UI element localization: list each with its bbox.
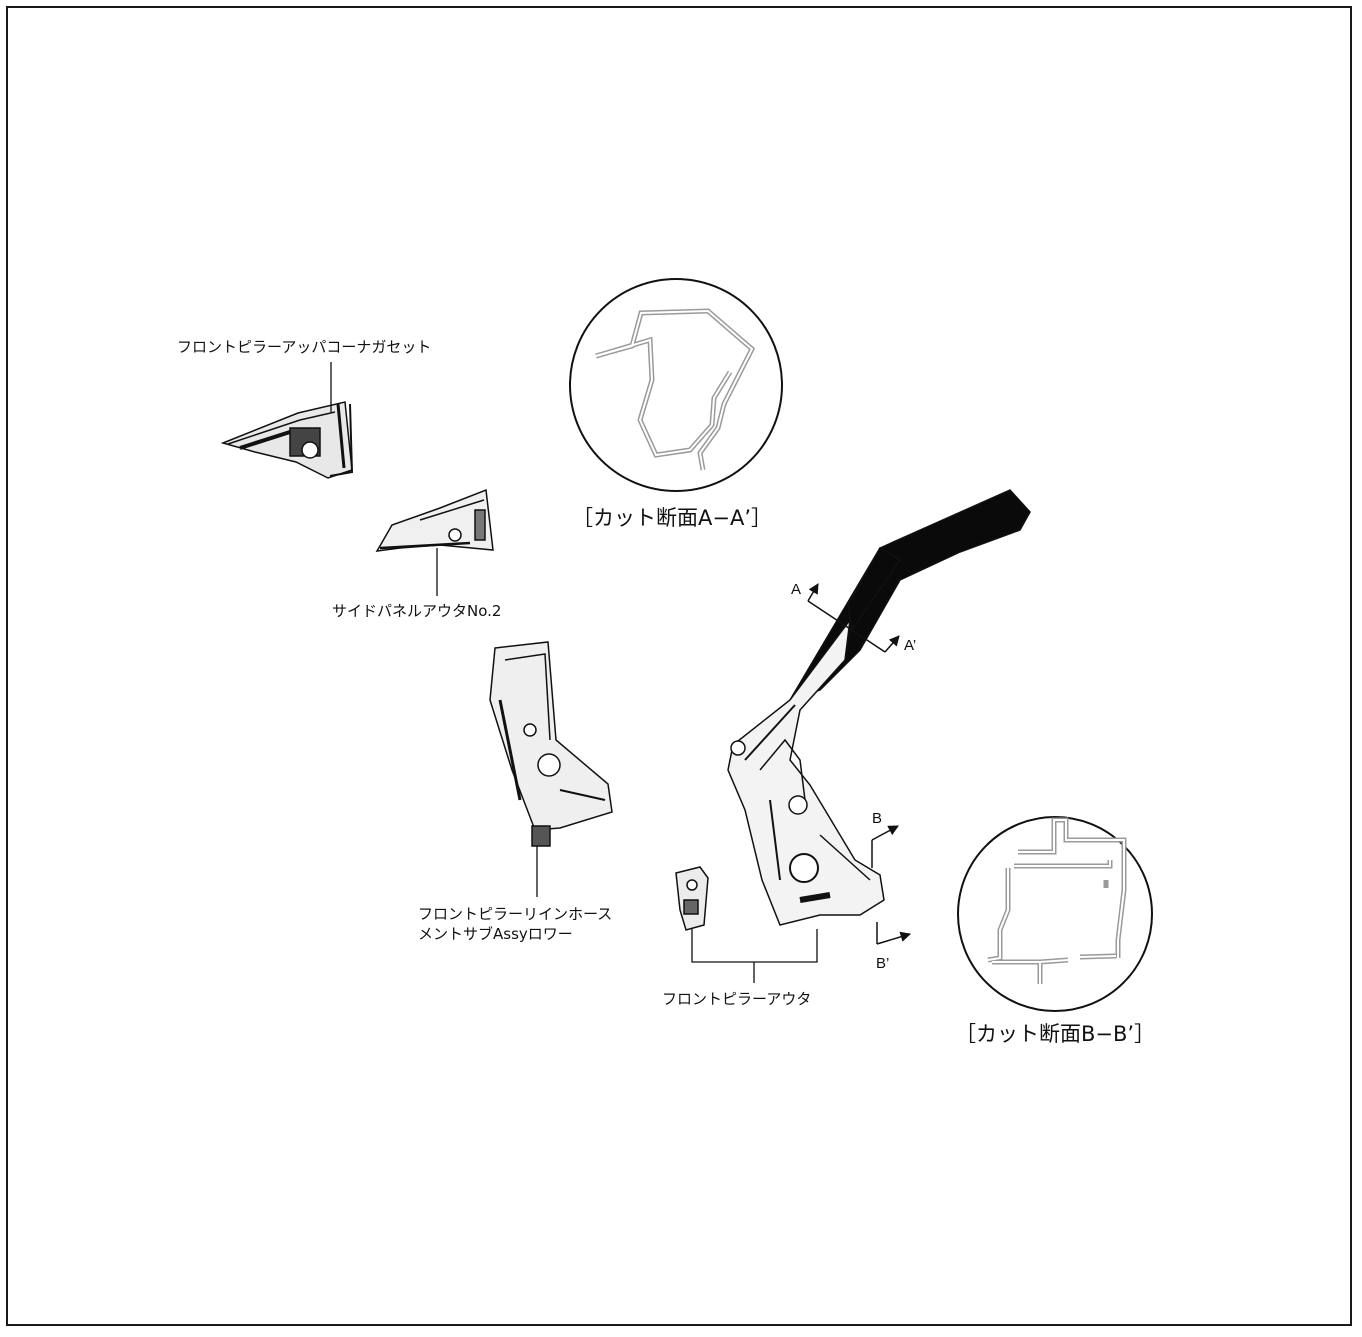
cut-line-bb xyxy=(871,825,912,945)
small-bracket-part xyxy=(675,866,709,931)
label-upper-corner-gusset: フロントピラーアッパコーナガセット xyxy=(177,338,432,356)
marker-b: B xyxy=(872,810,883,827)
upper-corner-gusset-part xyxy=(220,401,354,479)
label-reinforcement-line2: メントサブAssyロワー xyxy=(418,925,573,943)
caption-section-aa: ［カット断面A−A’］ xyxy=(572,506,773,530)
caption-section-bb: ［カット断面B−B’］ xyxy=(955,1022,1156,1046)
front-pillar-outer-part xyxy=(727,489,1031,926)
marker-a-prime: A’ xyxy=(904,637,917,654)
marker-a: A xyxy=(791,581,802,598)
side-panel-outer-part xyxy=(375,488,494,552)
label-side-panel-outer-no2: サイドパネルアウタNo.2 xyxy=(332,602,502,620)
label-reinforcement-line1: フロントピラーリインホース xyxy=(418,905,613,923)
cut-line-aa xyxy=(807,583,900,653)
reinforcement-lower-part xyxy=(489,641,613,847)
section-bb-callout xyxy=(957,816,1153,1012)
drawing-frame xyxy=(6,6,1352,1326)
marker-b-prime: B’ xyxy=(876,955,890,972)
pillar-outer-bracket-line xyxy=(691,929,818,983)
label-pillar-outer: フロントピラーアウタ xyxy=(662,990,812,1008)
section-aa-callout xyxy=(569,278,783,492)
